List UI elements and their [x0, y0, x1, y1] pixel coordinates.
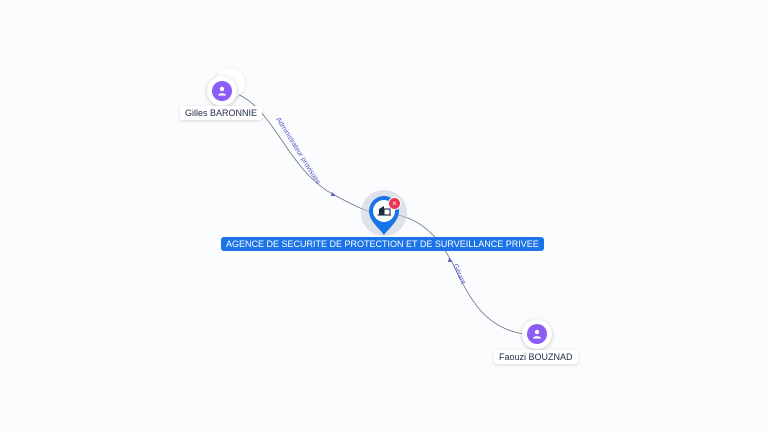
- person-node-faouzi[interactable]: [522, 319, 552, 349]
- person-icon: [212, 81, 232, 101]
- building-icon: [377, 206, 391, 216]
- edge-gerant: [397, 214, 525, 335]
- close-icon[interactable]: ×: [388, 197, 401, 210]
- edge-arrow: [448, 258, 452, 262]
- person-node-gilles[interactable]: [207, 76, 237, 106]
- person-label-faouzi[interactable]: Faouzi BOUZNAD: [494, 350, 578, 364]
- person-label-gilles[interactable]: Gilles BARONNIE: [180, 106, 263, 120]
- edge-arrow: [331, 192, 336, 196]
- company-label[interactable]: AGENCE DE SECURITE DE PROTECTION ET DE S…: [221, 237, 544, 251]
- person-icon: [527, 324, 547, 344]
- relation-label-administrateur: Administrateur provisoire: [274, 116, 321, 185]
- relation-label-gerant: Gérant: [451, 263, 466, 285]
